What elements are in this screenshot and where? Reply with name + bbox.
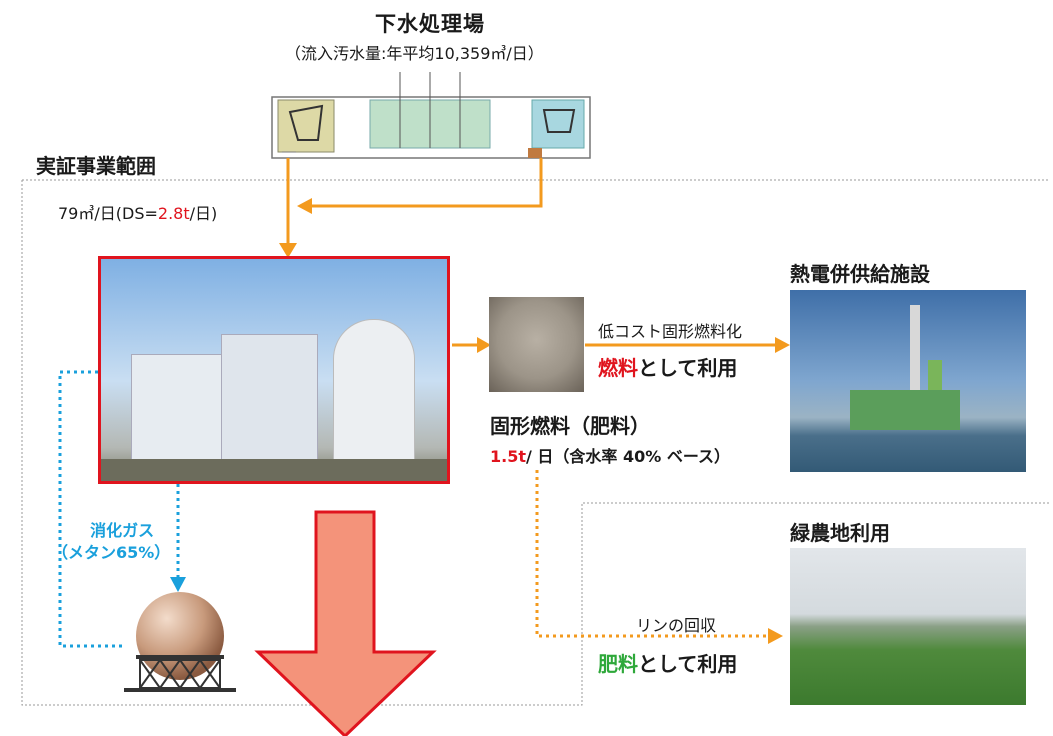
- fuel-use-label: 燃料として利用: [598, 352, 737, 381]
- digestion-gas-label: 消化ガス （メタン65%）: [52, 520, 170, 564]
- gas-holder-tank: [124, 592, 236, 692]
- sludge-suffix: /日): [189, 204, 218, 223]
- sludge-amount: 79㎥/日(DS=2.8t/日): [58, 200, 217, 224]
- solid-fuel-photo: [489, 297, 584, 392]
- sludge-ds-value: 2.8t: [157, 204, 190, 223]
- fertilizer-use-rest: として利用: [638, 652, 738, 676]
- digestion-gas-line1: 消化ガス: [90, 521, 155, 540]
- arrow-head-right-green: [768, 628, 783, 644]
- scope-boundary: [21, 179, 1050, 706]
- fertilizer-process-label: リンの回収: [636, 616, 717, 635]
- scope-label: 実証事業範囲: [36, 154, 156, 178]
- green-land-title: 緑農地利用: [790, 521, 890, 545]
- solid-fuel-amount-rest: / 日（含水率 40% ベース）: [526, 447, 731, 466]
- sludge-prefix: 79㎥/日(DS=: [58, 204, 158, 223]
- digestion-gas-line2: （メタン65%）: [52, 543, 171, 562]
- big-down-arrow: [254, 510, 437, 736]
- solid-fuel-amount-value: 1.5t: [490, 447, 526, 466]
- digestion-gas-lines: [58, 370, 180, 648]
- arrow-head-left: [297, 198, 312, 214]
- facility-photo: [98, 256, 450, 484]
- plant-title: 下水処理場: [375, 12, 485, 36]
- arrow-head-right-heat: [775, 337, 790, 353]
- fertilizer-use-highlight: 肥料: [598, 652, 638, 676]
- heat-plant-title: 熱電併供給施設: [790, 262, 930, 286]
- plant-inflow: （流入汚水量:年平均10,359㎥/日）: [285, 44, 544, 63]
- arrow-head-down: [279, 243, 297, 258]
- fuel-use-rest: として利用: [638, 356, 738, 380]
- solid-fuel-amount: 1.5t/ 日（含水率 40% ベース）: [490, 443, 730, 467]
- sludge-flow-arrows: [286, 158, 775, 347]
- farmland-photo: [790, 548, 1026, 705]
- fuel-process-label: 低コスト固形燃料化: [598, 322, 743, 341]
- sewage-plant-diagram: [271, 72, 591, 159]
- fertilizer-use-label: 肥料として利用: [598, 648, 737, 677]
- arrow-head-right-photo: [477, 337, 491, 353]
- solid-fuel-title: 固形燃料（肥料）: [490, 414, 650, 438]
- heat-plant-photo: [790, 290, 1026, 472]
- gas-arrow-head: [170, 577, 186, 592]
- fuel-use-highlight: 燃料: [598, 356, 638, 380]
